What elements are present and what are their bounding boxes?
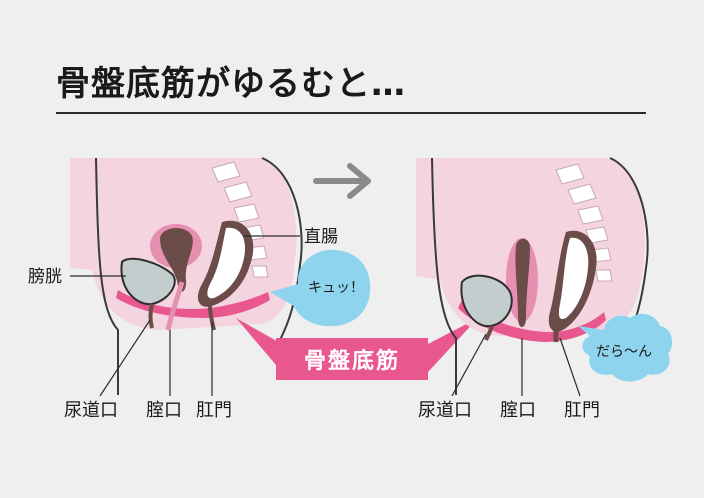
right-arrow-icon: [313, 163, 371, 199]
left-speech-bubble: [270, 249, 371, 327]
right-urethra-tube: [484, 325, 494, 341]
left-label-vagina: 腟口: [146, 400, 182, 421]
label-bladder: 膀胱: [28, 267, 62, 287]
left-label-anus: 肛門: [196, 400, 232, 421]
left-vaginal-canal: [165, 281, 185, 331]
banner-text: 骨盤底筋: [304, 348, 400, 374]
right-label-anus: 肛門: [564, 400, 600, 421]
left-anatomy: [70, 157, 371, 397]
left-urethra-tube: [148, 303, 154, 329]
right-rectum-inner: [558, 237, 589, 320]
left-body-outline: [95, 157, 119, 395]
left-anus-tube: [208, 305, 216, 331]
right-pelvic-floor: [458, 300, 606, 342]
right-bladder: [460, 274, 513, 328]
title-divider: [56, 112, 646, 114]
left-bubble-text: キュッ！: [308, 280, 364, 296]
left-back-outline: [261, 157, 303, 341]
right-urethra-leader: [451, 333, 487, 397]
left-urethra-leader: [99, 319, 151, 397]
right-anatomy: [416, 157, 673, 397]
pelvic-floor-banner: [236, 318, 478, 380]
left-uterus: [160, 227, 193, 292]
page-title: 骨盤底筋がゆるむと…: [56, 64, 406, 104]
right-uterus: [515, 238, 530, 327]
label-rectum: 直腸: [304, 227, 338, 247]
left-bladder: [120, 257, 176, 306]
left-spine: [211, 161, 269, 278]
right-anus-leader: [559, 337, 581, 397]
right-spine: [555, 163, 613, 282]
right-speech-bubble: [578, 313, 673, 382]
right-bubble-text: だら〜ん: [596, 344, 652, 360]
right-label-urethra: 尿道口: [418, 400, 472, 421]
left-rectum-inner: [207, 227, 246, 299]
left-pelvic-floor: [116, 290, 270, 318]
right-body-outline: [431, 157, 457, 395]
left-label-urethra: 尿道口: [64, 400, 118, 421]
right-label-vagina: 腟口: [500, 400, 536, 421]
